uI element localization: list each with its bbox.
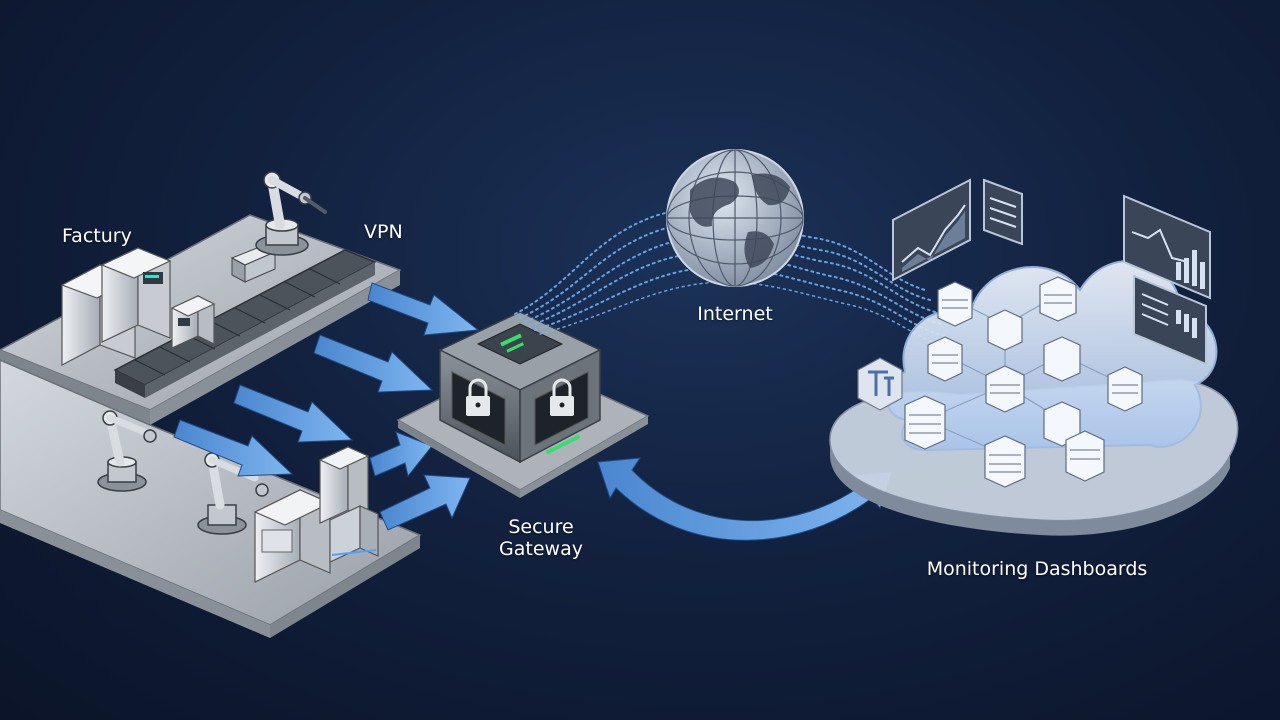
dashboard-panel-icon [983,178,1023,246]
globe-icon [666,149,804,287]
lock-icon [550,378,574,416]
server-cabinet-icon [318,446,370,524]
factory-label: Factury [62,225,132,247]
app-badge-icon [857,357,903,411]
vpn-arrows [173,282,480,531]
secure-gateway [396,311,650,498]
secure-gateway-label-line2: Gateway [499,538,583,560]
factory-area [0,171,422,638]
robot-arm-icon [197,452,269,535]
server-node-icon [1107,366,1143,412]
dashboard-panel-icon [1133,274,1207,366]
secure-gateway-label: Secure Gateway [486,516,596,560]
machine-unit-icon [170,295,216,349]
secure-gateway-label-line1: Secure [508,516,574,538]
cloud-area [829,260,1239,536]
monitoring-dashboards-label: Monitoring Dashboards [926,558,1148,580]
server-node-icon [904,395,946,450]
server-cabinet-icon [329,505,379,563]
server-node-icon [1065,430,1105,482]
lock-icon [466,378,490,416]
dashboard-panel-icon [1123,194,1211,300]
internet-label: Internet [697,303,773,325]
robot-arm-icon [255,171,327,256]
server-node-icon [987,309,1023,351]
server-node-icon [1039,276,1077,322]
robot-arm-icon [97,410,157,492]
status-led [546,435,580,454]
server-node-icon [1043,336,1081,382]
server-node-icon [937,281,973,327]
dashboard-panel-icon [892,178,971,282]
vpn-label: VPN [364,221,403,243]
server-cabinet-icon [100,247,172,343]
server-node-icon [984,435,1026,488]
machine-unit-icon [253,489,332,583]
server-node-icon [927,336,963,382]
server-node-icon [985,365,1025,413]
